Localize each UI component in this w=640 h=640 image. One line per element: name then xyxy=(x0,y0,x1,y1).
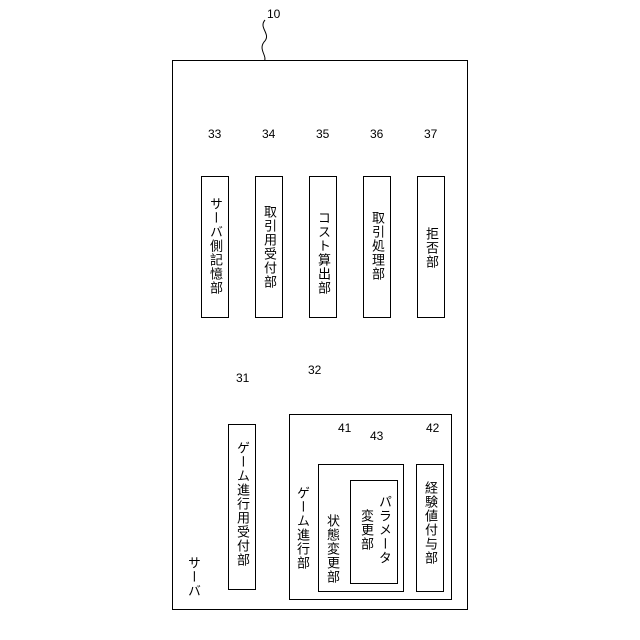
server-label: サーバ xyxy=(186,556,199,598)
parameter-change-box: パラメータ 変更部 xyxy=(350,480,398,584)
ref-33: 33 xyxy=(208,128,221,140)
ref-42: 42 xyxy=(426,422,439,434)
game-progress-reception-label: ゲーム進行用受付部 xyxy=(235,441,248,567)
ref-10: 10 xyxy=(267,8,280,20)
trade-reception-label: 取引用受付部 xyxy=(262,205,275,289)
parameter-change-label-line2: 変更部 xyxy=(359,509,372,551)
ref-31: 31 xyxy=(236,372,249,384)
ref-41: 41 xyxy=(338,422,351,434)
trade-reception-box: 取引用受付部 xyxy=(255,176,283,318)
experience-granting-box: 経験値付与部 xyxy=(416,464,444,592)
game-progress-label: ゲーム進行部 xyxy=(295,486,308,570)
trade-processing-box: 取引処理部 xyxy=(363,176,391,318)
rejection-label: 拒否部 xyxy=(424,227,437,269)
ref-32: 32 xyxy=(308,364,321,376)
leader-10 xyxy=(262,20,267,62)
cost-calculation-box: コスト算出部 xyxy=(309,176,337,318)
cost-calculation-label: コスト算出部 xyxy=(316,211,329,295)
ref-37: 37 xyxy=(424,128,437,140)
ref-43: 43 xyxy=(370,430,383,442)
ref-34: 34 xyxy=(262,128,275,140)
server-storage-box: サーバ側記憶部 xyxy=(201,176,229,318)
state-change-label: 状態変更部 xyxy=(325,514,338,584)
experience-granting-label: 経験値付与部 xyxy=(423,481,436,565)
ref-35: 35 xyxy=(316,128,329,140)
parameter-change-label-line1: パラメータ xyxy=(377,495,390,565)
rejection-box: 拒否部 xyxy=(417,176,445,318)
ref-36: 36 xyxy=(370,128,383,140)
server-storage-label: サーバ側記憶部 xyxy=(208,197,221,295)
game-progress-reception-box: ゲーム進行用受付部 xyxy=(228,424,256,590)
trade-processing-label: 取引処理部 xyxy=(370,211,383,281)
